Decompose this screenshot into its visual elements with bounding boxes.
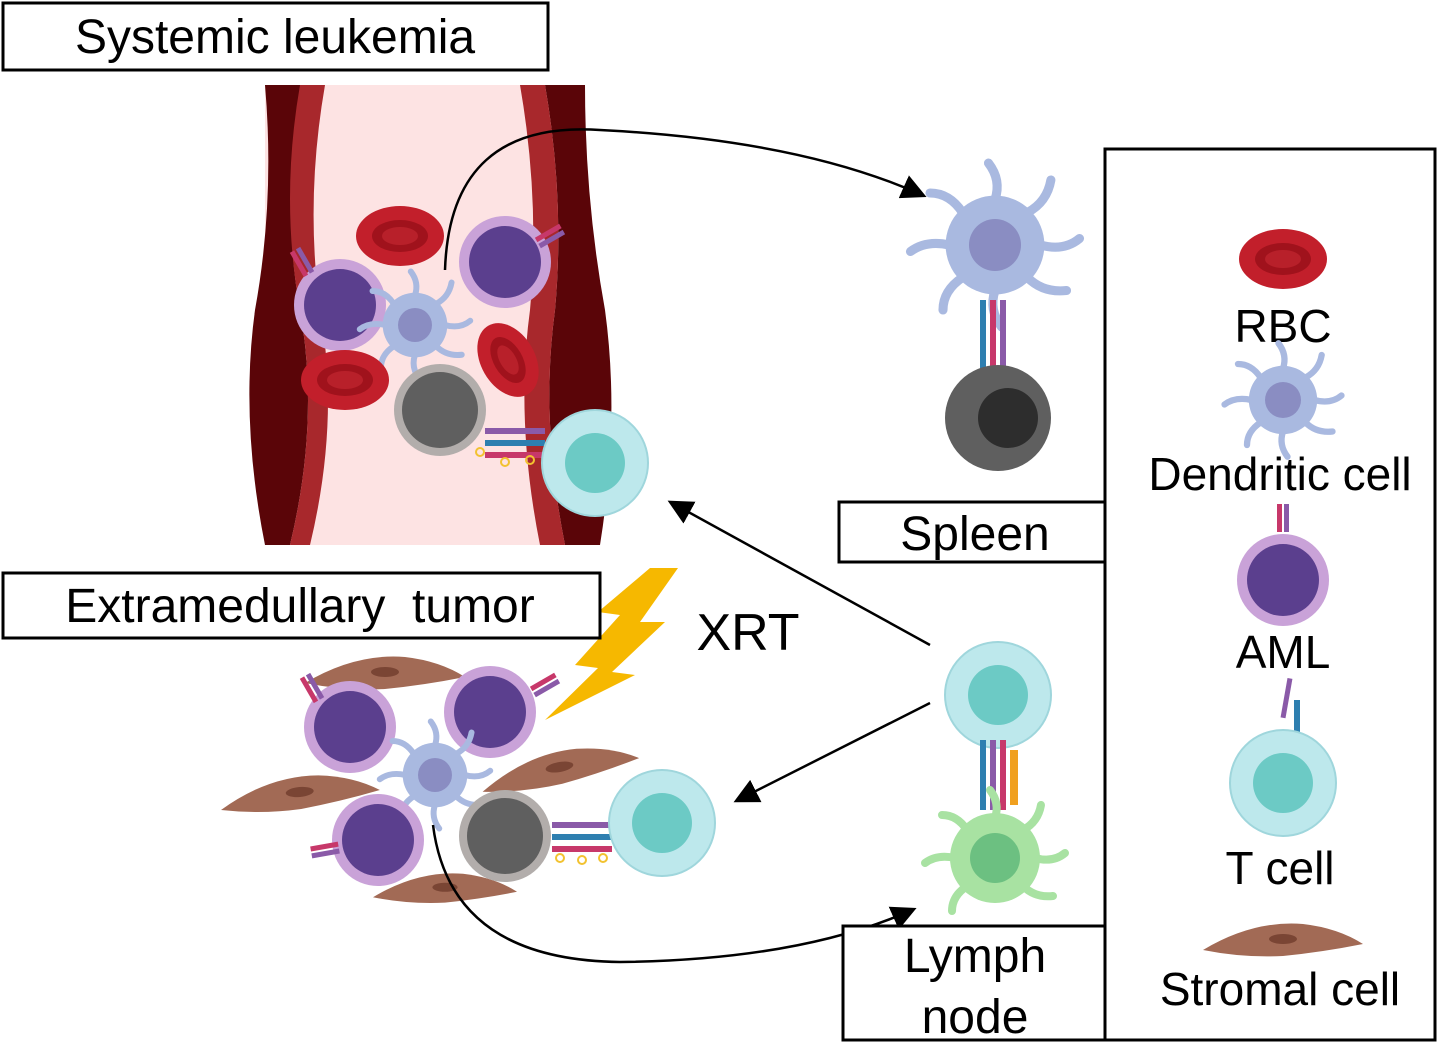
rbc-cell <box>301 350 389 410</box>
rbc-cell <box>356 206 444 266</box>
aml-cell <box>459 216 551 308</box>
aml-cell <box>294 259 386 351</box>
spleen-text: Spleen <box>900 508 1049 561</box>
arrow-to-systemic <box>667 500 931 647</box>
dendritic-cell-icon <box>1225 343 1342 456</box>
synapse-receptors <box>980 740 1018 810</box>
synapse-receptors <box>552 822 612 865</box>
extramedullary-tumor-label: Extramedullary tumor <box>1 571 602 640</box>
aml-cell-icon <box>1237 534 1329 626</box>
legend-label-aml: AML <box>1236 626 1331 678</box>
spleen-label: Spleen <box>837 500 1107 564</box>
stromal-cell-icon <box>1203 923 1363 957</box>
lymph-node-label: Lymph node <box>841 924 1107 1044</box>
antigen-presenting-cell <box>394 364 486 456</box>
arrow-to-lymph-node <box>431 824 917 964</box>
dendritic-cell-activated <box>925 790 1065 911</box>
extramedullary-tumor-text: Extramedullary tumor <box>65 580 534 633</box>
synapse-receptors <box>980 300 1006 370</box>
node-text: node <box>922 991 1029 1044</box>
t-cell <box>541 409 649 517</box>
stromal-cell <box>305 656 465 690</box>
receptor-icon <box>1277 504 1289 532</box>
aml-cell <box>332 794 424 886</box>
legend-label-t-cell: T cell <box>1225 842 1334 894</box>
migration-arrows <box>431 128 931 964</box>
antigen-presenting-cell <box>945 365 1051 471</box>
receptor-icon <box>529 672 561 698</box>
t-cell <box>608 769 716 877</box>
lymph-text: Lymph <box>904 930 1046 983</box>
arrow-to-spleen <box>443 128 927 271</box>
t-cell-icon <box>1229 729 1337 837</box>
tcr-receptor-icon <box>1280 677 1300 740</box>
antigen-presenting-cell <box>459 790 551 882</box>
systemic-leukemia-label: Systemic leukemia <box>1 1 550 72</box>
radiation-bolt-icon <box>545 568 678 720</box>
legend-label-stromal-cell: Stromal cell <box>1160 963 1400 1015</box>
aml-cell <box>444 666 536 758</box>
arrow-to-tumor <box>733 701 931 803</box>
legend-label-rbc: RBC <box>1234 300 1331 352</box>
t-cell <box>944 641 1052 749</box>
legend-label-dendritic-cell: Dendritic cell <box>1148 448 1411 500</box>
rbc-icon <box>1239 229 1327 289</box>
legend: RBC Dendritic cell AML T cell Stromal ce… <box>1148 229 1412 1015</box>
systemic-leukemia-text: Systemic leukemia <box>75 11 475 64</box>
legend-box <box>1103 147 1437 1042</box>
xrt-label: XRT <box>696 604 799 662</box>
synapse-receptors <box>475 428 545 467</box>
